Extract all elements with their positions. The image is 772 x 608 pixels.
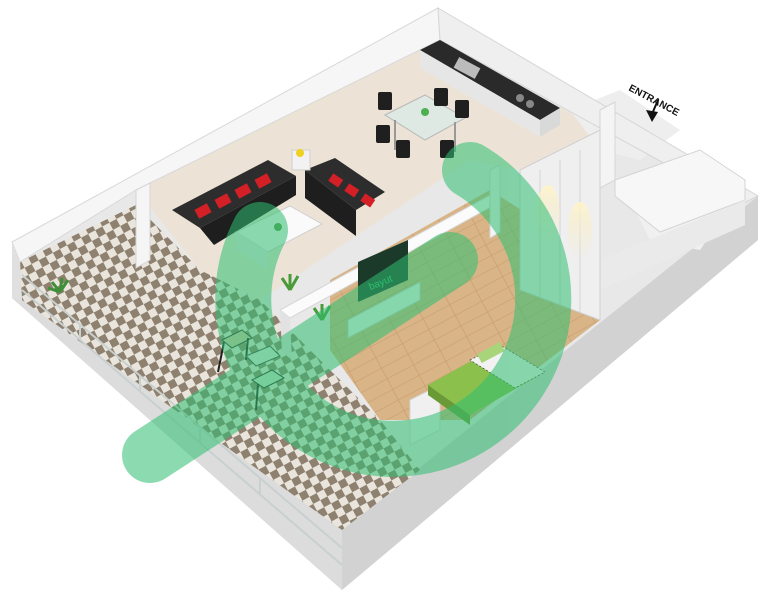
bayut-logo-watermark xyxy=(122,142,572,483)
dining-set xyxy=(376,88,469,158)
arrow-down-icon xyxy=(646,99,659,122)
lamp xyxy=(296,149,304,157)
kitchen-counter xyxy=(420,40,560,137)
plant-balcony xyxy=(47,277,70,294)
sofa-right xyxy=(305,158,385,236)
